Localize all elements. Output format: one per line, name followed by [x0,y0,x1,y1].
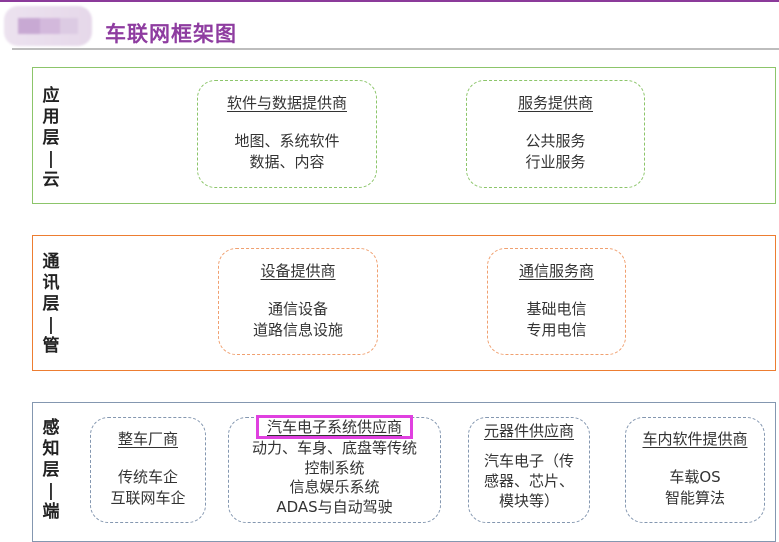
label-char: 云 [42,170,60,190]
label-char: 层 [42,460,60,480]
box-line: 车载OS [669,468,721,486]
layer-label: 应用层|云 [39,86,63,191]
label-char: 感 [42,418,60,438]
box-line: ADAS与自动驾驶 [276,497,393,516]
blurred-logo [4,6,92,46]
box-line: 地图、系统软件 [234,132,340,150]
in-vehicle-software-box: 车内软件提供商 车载OS 智能算法 [625,417,765,523]
box-line: 模块等） [498,492,559,510]
box-line: 汽车电子（传 [483,452,574,470]
box-line: 传统车企 [117,468,178,486]
box-heading: 通信服务商 [518,262,594,280]
oem-box: 整车厂商 传统车企 互联网车企 [90,417,206,523]
box-heading: 汽车电子系统供应商 [266,418,402,436]
box-heading: 元器件供应商 [483,422,574,440]
box-heading: 整车厂商 [117,430,178,448]
software-data-provider-box: 软件与数据提供商 地图、系统软件 数据、内容 [197,80,377,188]
box-line: 道路信息设施 [252,321,343,339]
auto-electronics-supplier-box: 汽车电子系统供应商 动力、车身、底盘等传统 控制系统 信息娱乐系统 ADAS与自… [228,415,441,523]
communication-layer: 通讯层|管 [32,235,776,371]
label-char: 端 [42,502,60,522]
label-char: 用 [42,107,60,127]
box-line: 通信设备 [267,300,328,318]
page-title: 车联网框架图 [105,22,237,46]
label-char: 知 [42,439,60,459]
box-line: 公共服务 [525,132,586,150]
label-char: 层 [42,128,60,148]
label-char: | [47,481,55,501]
box-line: 感器、芯片、 [483,472,574,490]
label-char: | [47,149,55,169]
box-heading: 车内软件提供商 [642,430,748,448]
label-char: 讯 [42,273,60,293]
label-char: 通 [42,252,60,272]
label-char: | [47,315,55,335]
box-heading: 设备提供商 [260,262,336,280]
box-line: 行业服务 [525,153,586,171]
highlighted-heading: 汽车电子系统供应商 [255,415,413,439]
telecom-service-box: 通信服务商 基础电信 专用电信 [487,248,626,355]
box-heading: 软件与数据提供商 [226,94,347,112]
box-line: 专用电信 [526,321,587,339]
equipment-provider-box: 设备提供商 通信设备 道路信息设施 [218,248,378,355]
box-line: 信息娱乐系统 [289,478,380,496]
box-line: 基础电信 [526,300,587,318]
box-line: 智能算法 [664,489,725,507]
label-char: 层 [42,294,60,314]
layer-label: 通讯层|管 [39,252,63,357]
box-line: 控制系统 [304,458,365,477]
box-heading: 服务提供商 [517,94,593,112]
label-char: 管 [42,336,60,356]
label-char: 应 [42,86,60,106]
component-supplier-box: 元器件供应商 汽车电子（传 感器、芯片、 模块等） [468,417,590,523]
box-line: 数据、内容 [249,153,325,171]
top-border [0,0,779,2]
layer-label: 感知层|端 [39,418,63,523]
box-line: 动力、车身、底盘等传统 [251,439,417,457]
box-line: 互联网车企 [110,489,186,507]
service-provider-box: 服务提供商 公共服务 行业服务 [466,80,645,188]
title-divider [12,48,779,50]
application-layer: 应用层|云 [32,67,776,204]
